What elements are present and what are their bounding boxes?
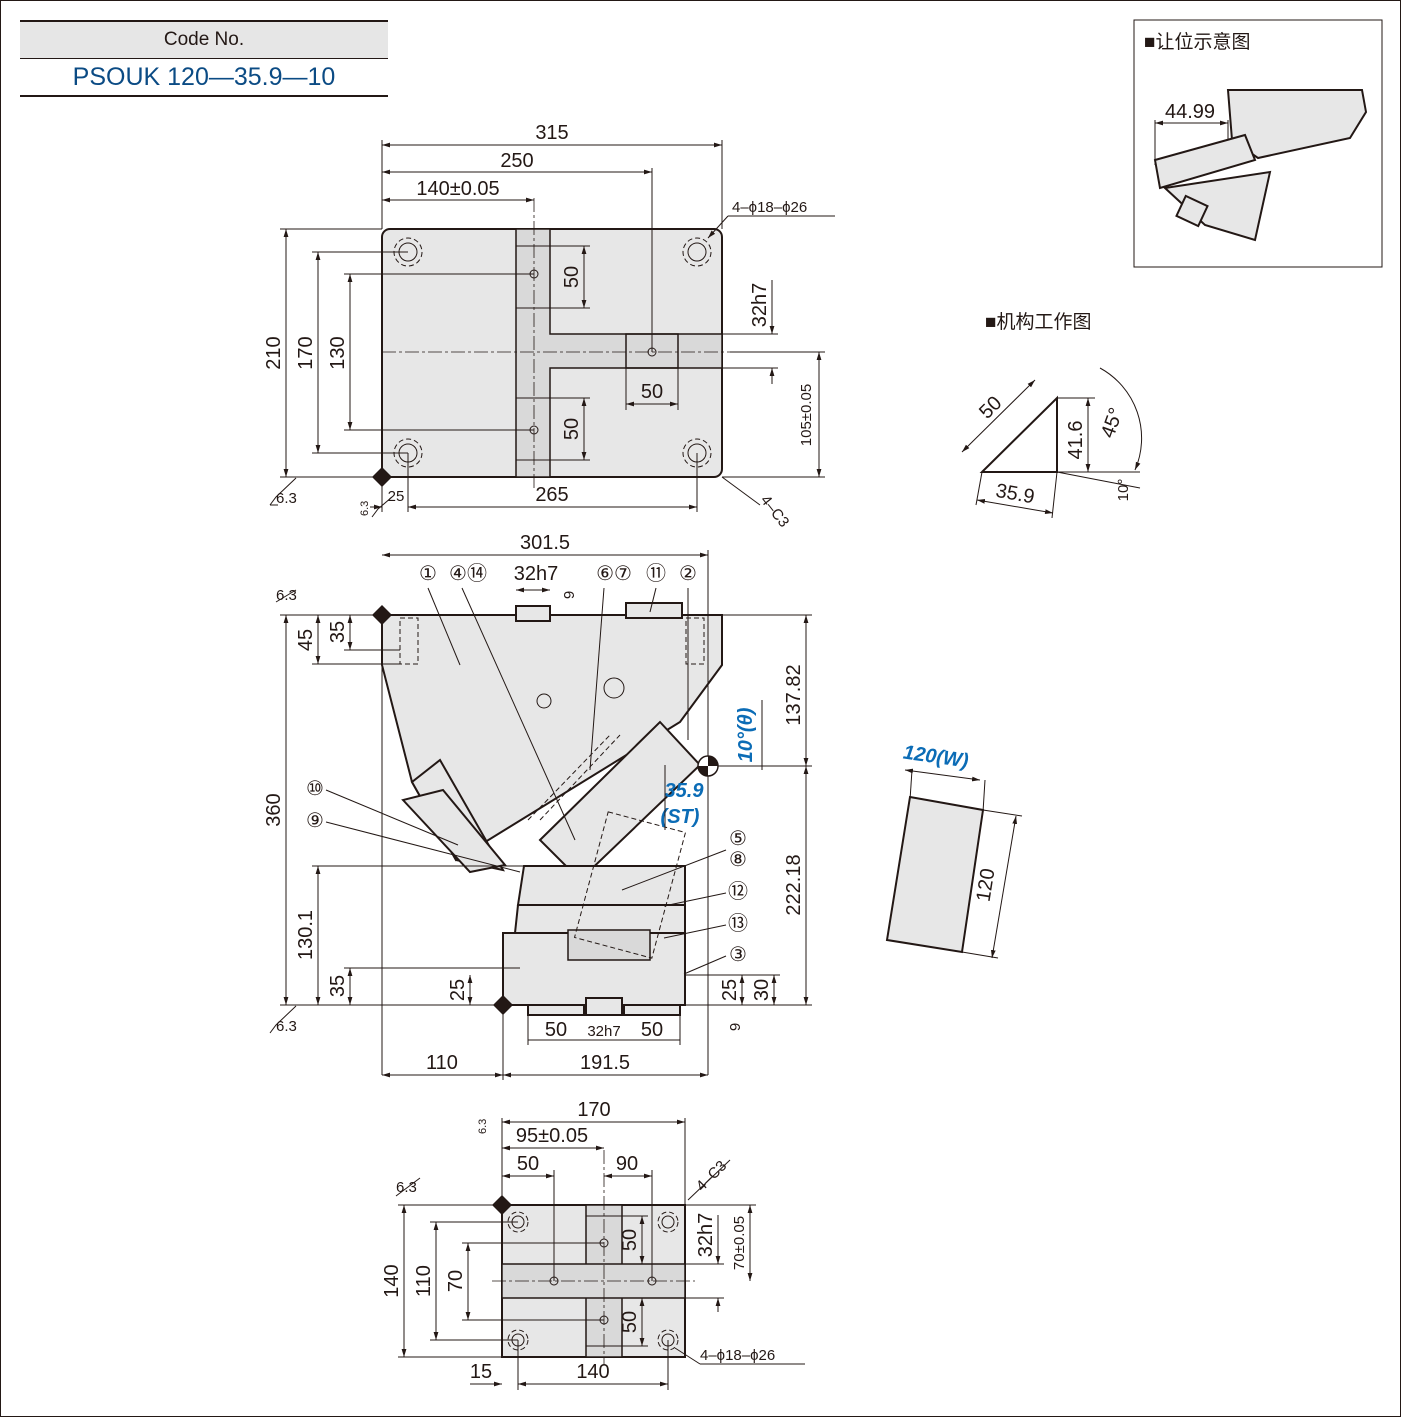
bottom-dim-95: 95±0.05 xyxy=(516,1125,588,1147)
top-holes-callout: 4–ϕ18–ϕ26 xyxy=(732,199,807,216)
roughness-top-a: 6.3 xyxy=(276,490,297,507)
dim-50-upper: 50 xyxy=(561,266,583,288)
callout-2: ② xyxy=(679,563,697,585)
dim-35-bottom: 35 xyxy=(327,975,349,997)
bottom-chamfer: 4–C3 xyxy=(693,1157,730,1194)
mech-angle-45: 45° xyxy=(1097,405,1128,441)
dim-130: 130 xyxy=(327,336,349,369)
roughness-bottom-a: 6.3 xyxy=(396,1179,417,1196)
bottom-dim-50-b: 50 xyxy=(619,1311,641,1333)
guide-lip xyxy=(401,788,507,874)
mech-dim-50: 50 xyxy=(975,392,1006,423)
dim-130-1: 130.1 xyxy=(295,910,317,960)
clearance-dim: 44.99 xyxy=(1165,101,1215,123)
width-dim-120: 120 xyxy=(973,867,1000,903)
dim-137-82: 137.82 xyxy=(783,664,805,725)
roughness-front-b: 6.3 xyxy=(276,1018,297,1035)
callout-1: ① xyxy=(419,563,437,585)
bottom-dim-170: 170 xyxy=(577,1099,610,1121)
dim-360: 360 xyxy=(263,793,285,826)
mech-dim-41-6: 41.6 xyxy=(1065,421,1087,460)
bottom-dim-90: 90 xyxy=(616,1153,638,1175)
dim-265: 265 xyxy=(535,484,568,506)
dim-250: 250 xyxy=(500,150,533,172)
bottom-dim-15: 15 xyxy=(470,1361,492,1383)
mechanism-inset: ■机构工作图 50 41.6 45° 10° 35.9 xyxy=(961,311,1143,519)
front-dim-50-right: 50 xyxy=(641,1019,663,1041)
callout-10: ⑩ xyxy=(306,778,324,800)
dim-301-5: 301.5 xyxy=(520,532,570,554)
bottom-dim-32h7: 32h7 xyxy=(695,1213,717,1258)
bottom-dim-50: 50 xyxy=(517,1153,539,1175)
dim-315: 315 xyxy=(535,122,568,144)
front-dim-9: 9 xyxy=(561,591,578,599)
bottom-holes-callout: 4–ϕ18–ϕ26 xyxy=(700,1347,775,1364)
front-dim-9-bottom: 9 xyxy=(727,1023,744,1031)
callout-12: ⑫ xyxy=(728,880,748,903)
callout-3: ③ xyxy=(729,944,747,966)
width-label: 120(W) xyxy=(902,742,970,773)
front-dim-32h7-bottom: 32h7 xyxy=(587,1023,620,1040)
roughness-bottom-b: 6.3 xyxy=(477,1119,489,1134)
bottom-dim-110: 110 xyxy=(413,1265,435,1297)
front-dim-32h7: 32h7 xyxy=(514,563,559,585)
dim-50-center: 50 xyxy=(641,381,663,403)
clearance-title: ■让位示意图 xyxy=(1144,31,1250,53)
front-dim-50-left: 50 xyxy=(545,1019,567,1041)
bottom-view: 170 95±0.05 50 90 4–C3 140 110 70 50 50 … xyxy=(381,1099,805,1390)
dim-30: 30 xyxy=(751,979,773,1001)
angle-theta: 10°(θ) xyxy=(735,707,757,762)
datum-marker xyxy=(372,467,392,487)
front-view: 301.5 32h7 9 ① ④⑭ ⑥⑦ ⑪ ② ⑩ ⑨ ⑤ ⑧ ⑫ ⑬ ③ 1… xyxy=(263,532,812,1080)
callout-11: ⑪ xyxy=(646,562,666,585)
dim-25-right: 25 xyxy=(719,979,741,1001)
code-label: Code No. xyxy=(20,20,388,59)
callout-13: ⑬ xyxy=(728,912,748,935)
dim-191-5: 191.5 xyxy=(580,1052,630,1074)
roughness-front-a: 6.3 xyxy=(276,587,297,604)
code-value: PSOUK 120—35.9—10 xyxy=(20,59,388,97)
dim-32h7: 32h7 xyxy=(749,283,771,328)
dim-110: 110 xyxy=(426,1052,458,1074)
slide-block xyxy=(516,865,686,906)
callout-4-14: ④⑭ xyxy=(449,562,487,585)
dim-50-lower: 50 xyxy=(561,418,583,440)
top-chamfer: 4–C3 xyxy=(757,492,792,531)
bottom-dim-70-tol: 70±0.05 xyxy=(731,1216,748,1270)
dim-170: 170 xyxy=(295,336,317,369)
bottom-dim-70: 70 xyxy=(445,1270,467,1292)
top-key-2 xyxy=(625,602,683,619)
dim-25: 25 xyxy=(388,488,405,505)
dim-140: 140±0.05 xyxy=(416,178,499,200)
top-key xyxy=(515,605,551,622)
width-block xyxy=(885,795,985,954)
mechanism-title: ■机构工作图 xyxy=(985,311,1091,333)
callout-6-7: ⑥⑦ xyxy=(596,563,632,585)
bottom-dim-140-h: 140 xyxy=(576,1361,609,1383)
bottom-dim-50-a: 50 xyxy=(619,1229,641,1251)
clearance-inset: ■让位示意图 44.99 xyxy=(1133,19,1383,268)
callout-5: ⑤ xyxy=(729,828,747,850)
dim-25-left: 25 xyxy=(447,979,469,1001)
top-view: 315 250 140±0.05 4–ϕ18–ϕ26 210 170 130 5… xyxy=(263,122,835,531)
code-number-box: Code No. PSOUK 120—35.9—10 xyxy=(20,20,388,97)
mech-angle-10: 10° xyxy=(1115,479,1132,502)
callout-8: ⑧ xyxy=(729,849,747,871)
dim-222-18: 222.18 xyxy=(783,854,805,915)
bottom-dim-140-v: 140 xyxy=(381,1264,403,1297)
stroke-value: 35.9 xyxy=(665,780,705,802)
upper-block xyxy=(381,614,723,862)
roughness-top-b: 6.3 xyxy=(359,501,371,516)
callout-9: ⑨ xyxy=(306,810,324,832)
clearance-slider xyxy=(1153,133,1257,190)
width-inset: 120(W) 120 xyxy=(885,742,1023,959)
dim-210: 210 xyxy=(263,336,285,369)
stroke-label: (ST) xyxy=(661,806,700,828)
dim-35-top: 35 xyxy=(327,621,349,643)
dim-105: 105±0.05 xyxy=(798,384,815,446)
dim-45: 45 xyxy=(295,629,317,651)
